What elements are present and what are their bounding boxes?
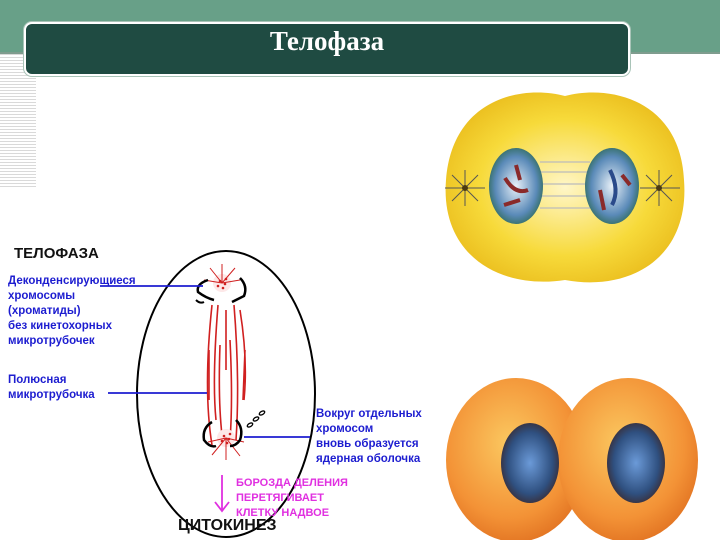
label-polar-microtubule: Полюсная микротрубочка [8,373,95,403]
cytokinesis-arrow [214,475,230,513]
label-line: микротрубочка [8,389,95,401]
label-line: Деконденсирующиеся [8,275,136,287]
label-nuclear-envelope: Вокруг отдельных хромосом вновь образует… [316,407,422,467]
label-line: без кинетохорных [8,320,112,332]
label-line: БОРОЗДА ДЕЛЕНИЯ [236,477,348,489]
decorative-stripes [0,54,36,189]
diagram-heading: ТЕЛОФАЗА [14,245,99,262]
label-line: КЛЕТКУ НАДВОЕ [236,507,330,519]
telophase-cell-orange [446,378,698,540]
top-pole-aster [195,264,247,304]
label-line: (хроматиды) [8,305,81,317]
telophase-cell-yellow [445,92,685,283]
label-line: ПЕРЕТЯГИВАЕТ [236,492,324,504]
spindle-fibers [206,304,247,446]
slide-title: Телофаза [269,26,385,56]
label-line: Полюсная [8,374,67,386]
label-line: ядерная оболочка [316,453,421,465]
bottom-pole-aster [202,410,266,460]
label-line: микротрубочек [8,335,95,347]
label-line: Вокруг отдельных [316,408,422,420]
cytokinesis-label: ЦИТОКИНЕЗ [178,517,277,534]
label-line: хромосомы [8,290,76,302]
label-furrow: БОРОЗДА ДЕЛЕНИЯ ПЕРЕТЯГИВАЕТ КЛЕТКУ НАДВ… [236,476,348,521]
title-box: Телофаза [24,22,630,76]
label-line: вновь образуется [316,438,419,450]
label-chromosomes: Деконденсирующиеся хромосомы (хроматиды)… [8,274,136,349]
label-line: хромосом [316,423,374,435]
cell-outline [136,250,316,538]
